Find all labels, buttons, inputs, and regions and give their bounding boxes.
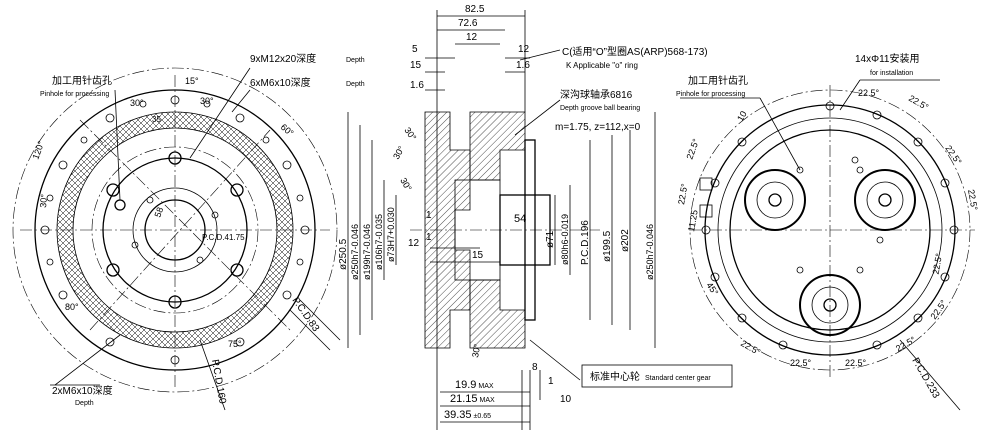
dia-202: ø202 [620, 229, 631, 252]
angle-225-12: 22.5° [676, 182, 690, 205]
angle-30-a: 30° [130, 98, 144, 108]
left-view: 加工用针齿孔 Pinhole for processing 9xM12x20深度… [12, 52, 365, 411]
angle-225-6: 22.5° [928, 298, 949, 321]
pinhole-marked [114, 199, 126, 211]
dia-1995: ø199.5 [602, 230, 613, 262]
dim-825: 82.5 [465, 4, 485, 15]
thread-bottom-label-en: Depth [75, 400, 94, 407]
pcd-160-circle [12, 67, 338, 393]
angle-225-10: 22.5° [739, 338, 763, 357]
dim-1-b: 1 [426, 232, 432, 243]
carrier-holes [106, 151, 244, 309]
dia-80h6: ø80h6-0.019 [560, 214, 570, 265]
dim-12-right: 12 [518, 44, 530, 55]
angle-225-5: 22.5° [931, 252, 945, 275]
angle-60: 60° [279, 122, 296, 139]
dia-250h7-right: ø250h7-0.046 [645, 224, 655, 280]
install-label-en: for installation [870, 70, 913, 77]
section-view: 82.5 72.6 12 5 15 1.6 12 1.6 C(适用“O”型圈AS… [338, 4, 733, 430]
right-view: 14xΦ11安装用 for installation 加工用针齿孔 Pinhol… [676, 52, 980, 411]
pcd-160-label: P.C.D.160 [209, 359, 228, 406]
dia-106h7: ø106h7-0.035 [374, 214, 384, 270]
pcd-4175-label: P.C.D.41.75 [202, 233, 245, 242]
right-pinhole-label-en: Pinhole for processing [676, 91, 745, 98]
dim-58: 58 [152, 206, 165, 219]
planet-gear-left [744, 169, 806, 231]
dia-2505: ø250.5 [338, 238, 349, 270]
angle-75: 75° [228, 339, 242, 349]
dim-54: 54 [514, 213, 526, 225]
outer-holes [40, 95, 310, 365]
std-gear-label-cn: 标准中心轮 [590, 370, 640, 383]
thread-1-label-cn: 9xM12x20深度 [250, 52, 316, 65]
dia-73h7: ø73H7+0.030 [386, 207, 396, 262]
upper-body-section [469, 111, 526, 181]
dim-16-right: 1.6 [516, 60, 530, 71]
left-pinhole-label-en: Pinhole for processing [40, 91, 109, 98]
dim-15-mid: 15 [472, 250, 484, 261]
thread-1-label-en: Depth [346, 57, 365, 64]
angle-225-3: 22.5° [943, 143, 964, 166]
section-diameter-lines [347, 49, 656, 430]
dim-5: 5 [412, 44, 418, 55]
angle-30-c: 30° [38, 193, 49, 208]
pcd-196-label: P.C.D.196 [580, 220, 591, 265]
dim-1-a: 1 [426, 210, 432, 221]
pcd-233-label: P.C.D.233 [909, 356, 941, 401]
oring-label-cn: C(适用“O”型圈AS(ARP)568-173) [562, 45, 708, 58]
angle-225-11: 22.5° [684, 137, 701, 161]
planet-gears [744, 169, 916, 336]
thread-bottom-label-cn: 2xM6x10深度 [52, 384, 113, 397]
planet-gear-bottom [799, 274, 861, 336]
dim-3935: 39.35±0.65 [444, 409, 491, 421]
thread-2-label-cn: 6xM6x10深度 [250, 76, 311, 89]
dim-1-bottom: 1 [548, 376, 554, 387]
dim-16-left: 1.6 [410, 80, 424, 91]
angle-80: 80° [65, 302, 79, 312]
thread-2-label-en: Depth [346, 81, 365, 88]
angle-30-b: 30° [200, 96, 214, 106]
install-holes [701, 101, 959, 350]
angle-30-mid: 30° [391, 144, 407, 161]
dim-10-bottom: 10 [560, 394, 572, 405]
angle-30-low: 30° [398, 176, 414, 193]
lower-body-section [469, 279, 526, 349]
bearing-label-cn: 深沟球轴承6816 [560, 88, 633, 101]
dim-35: 35 [152, 115, 161, 124]
angle-225-1: 22.5° [858, 88, 880, 98]
dim-15-top: 15 [410, 60, 422, 71]
angle-225-4: 22.5° [966, 189, 980, 212]
angle-225-9: 22.5° [790, 358, 812, 368]
angle-45: 45° [704, 280, 720, 297]
dim-8: 8 [532, 362, 538, 373]
dia-71: ø71 [545, 230, 556, 248]
oring-label-en: K Applicable "o" ring [566, 61, 638, 70]
bearing-label-en: Depth groove ball bearing [560, 105, 640, 112]
std-gear-box [581, 364, 733, 388]
left-pinhole-label-cn: 加工用针齿孔 [52, 74, 112, 87]
dim-726: 72.6 [458, 18, 478, 29]
install-label-cn: 14xΦ11安装用 [855, 52, 919, 65]
dia-250h7: ø250h7-0.046 [350, 224, 360, 280]
std-gear-label-en: Standard center gear [645, 375, 711, 382]
dim-1125: 11.25 [686, 209, 700, 232]
angle-30-top: 30° [402, 125, 418, 142]
dim-12-top: 12 [466, 32, 478, 43]
gear-param-label: m=1.75, z=112,x=0 [555, 122, 641, 133]
angle-225-2: 22.5° [907, 93, 931, 112]
angle-30-bottom: 30° [470, 343, 482, 359]
angle-15: 15° [185, 76, 199, 86]
planet-gear-right [854, 169, 916, 231]
dim-12-mid: 12 [408, 238, 420, 249]
angle-225-7: 22.5° [894, 334, 918, 353]
dim-10-right: 10 [735, 109, 749, 123]
angle-225-8: 22.5° [845, 358, 867, 368]
dia-199h7: ø199h7-0.046 [362, 224, 372, 280]
right-pinhole-label-cn: 加工用针齿孔 [688, 74, 748, 87]
angle-120: 120° [30, 139, 46, 160]
